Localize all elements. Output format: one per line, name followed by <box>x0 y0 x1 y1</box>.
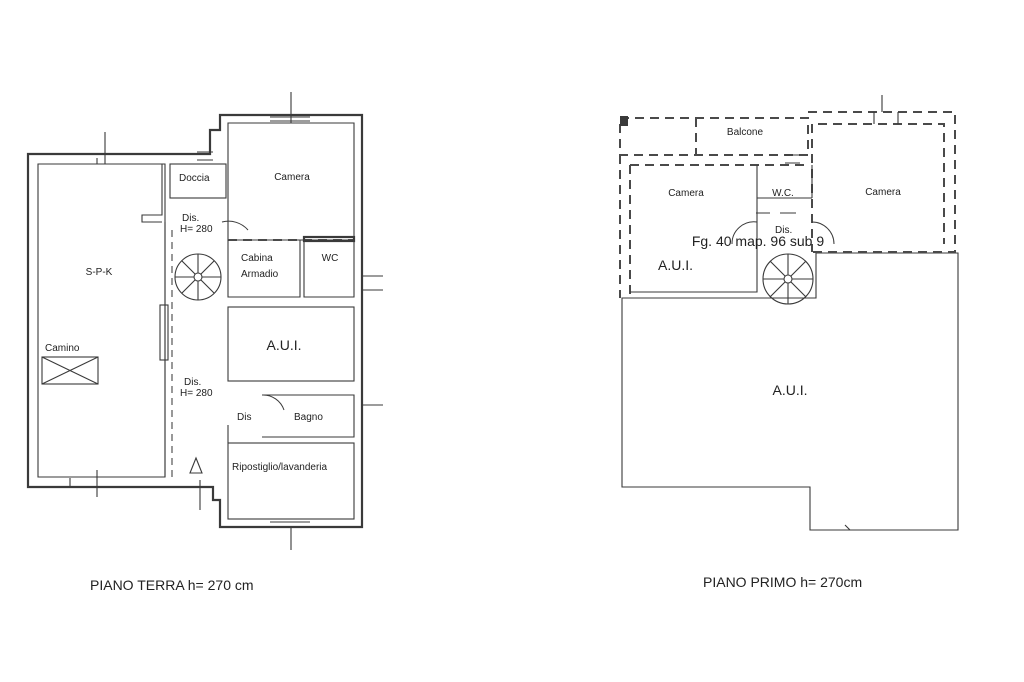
label-cabina: Cabina <box>241 253 273 264</box>
door-swing <box>811 221 835 245</box>
wc-partition <box>302 235 356 243</box>
caption-piano-primo: PIANO PRIMO h= 270cm <box>703 574 862 590</box>
label-aui-ground: A.U.I. <box>266 337 301 353</box>
spiral-stair-first <box>762 253 814 305</box>
first-floor-plan <box>619 95 959 531</box>
label-wc-first: W.C. <box>772 188 794 199</box>
balcone-outline <box>619 117 809 156</box>
label-dis-top: Dis. <box>182 213 199 224</box>
label-balcone: Balcone <box>727 127 764 138</box>
wc-room <box>303 240 355 298</box>
cabina-armadio-room <box>227 240 301 298</box>
ripostiglio-room <box>227 442 355 520</box>
caption-piano-terra: PIANO TERRA h= 270 cm <box>90 577 254 593</box>
door-swing <box>731 221 758 245</box>
label-camera-left: Camera <box>668 188 704 199</box>
label-camino: Camino <box>45 343 80 354</box>
camera-right-outline <box>808 111 956 253</box>
wall-niche <box>159 304 169 361</box>
ground-outer-wall <box>26 113 364 529</box>
corner-pillar <box>620 116 628 126</box>
spiral-stair-ground <box>174 253 222 301</box>
label-cadastral-ref: Fg. 40 map. 96 sub 9 <box>692 233 825 249</box>
doccia-room <box>169 163 227 199</box>
label-doccia: Doccia <box>179 173 210 184</box>
entrance-arrow <box>189 456 203 474</box>
label-camera-right: Camera <box>865 187 901 198</box>
label-aui-big: A.U.I. <box>772 382 807 398</box>
label-camera-ground: Camera <box>274 172 310 183</box>
aui-room-ground <box>227 306 355 382</box>
bagno-room <box>262 394 355 438</box>
label-spk: S-P-K <box>86 267 113 278</box>
wall-segment <box>141 163 163 223</box>
wc-upper-room <box>757 165 813 199</box>
label-bagno: Bagno <box>294 412 323 423</box>
camera-left-room <box>630 165 758 293</box>
label-height-mid: H= 280 <box>180 388 213 399</box>
label-armadio: Armadio <box>241 269 279 280</box>
ground-floor-plan <box>26 92 383 550</box>
door-swing <box>221 220 249 231</box>
camino-fireplace <box>41 356 99 385</box>
label-dis-small: Dis <box>237 412 251 423</box>
label-dis-mid: Dis. <box>184 377 201 388</box>
window-markers <box>69 92 383 550</box>
label-dis-first: Dis. <box>775 225 792 236</box>
spk-room-outline <box>37 163 166 478</box>
label-wc-ground: WC <box>322 253 339 264</box>
camera-right-inner <box>818 123 945 244</box>
left-dashed-wall <box>619 155 631 298</box>
label-ripostiglio: Ripostiglio/lavanderia <box>232 462 327 473</box>
window-markers-first <box>756 95 899 531</box>
label-height-top: H= 280 <box>180 224 213 235</box>
aui-big-outline <box>621 252 959 531</box>
label-aui-small: A.U.I. <box>658 257 693 273</box>
door-swing <box>261 394 285 411</box>
